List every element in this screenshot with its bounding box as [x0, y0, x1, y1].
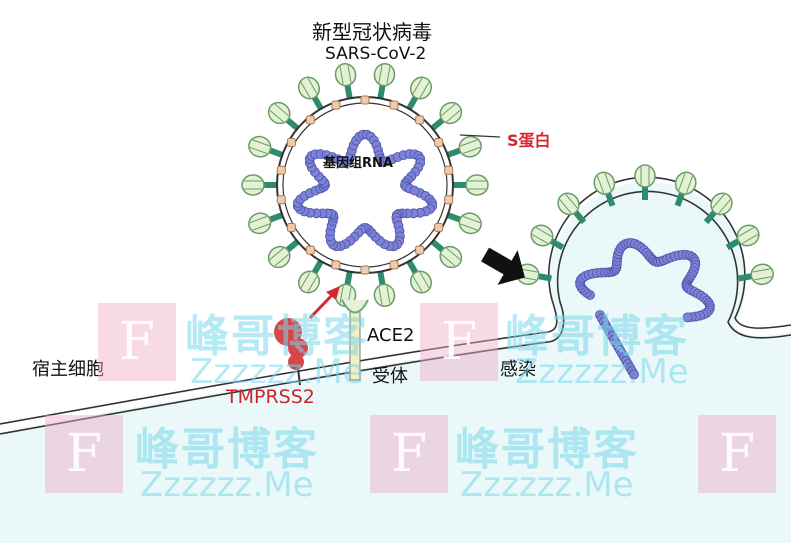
spike-protein [453, 174, 489, 196]
membrane-protein [434, 138, 444, 147]
spike-protein [248, 135, 284, 158]
spike-protein [634, 164, 656, 200]
membrane-protein [444, 195, 454, 205]
spike-protein [674, 171, 697, 207]
activation-arrow [308, 290, 337, 320]
membrane-protein [389, 100, 399, 110]
tmprss2-label: TMPRSS2 [226, 386, 315, 408]
membrane-protein [331, 260, 341, 270]
spike-protein [267, 101, 300, 131]
spike-pointer-line [459, 134, 501, 138]
membrane-protein [305, 115, 315, 125]
spike-protein [593, 171, 616, 207]
virus-particle [241, 62, 489, 308]
spike-protein [446, 135, 482, 158]
receptor-label: 受体 [372, 366, 408, 387]
watermark-logo: F [370, 415, 448, 493]
viral-envelope [276, 96, 454, 274]
watermark-logo: F [420, 303, 498, 381]
tmprss2-protease [274, 318, 308, 386]
spike-protein [430, 239, 463, 269]
watermark-url: Zzzzzz.Me [140, 465, 314, 505]
membrane-protein [305, 245, 315, 255]
spike-protein [373, 62, 396, 99]
membrane-protein [286, 223, 296, 232]
spike-protein [725, 224, 760, 251]
membrane-protein [360, 265, 370, 275]
rna-bead [682, 312, 693, 323]
spike-protein [406, 76, 433, 111]
spike-protein [248, 212, 284, 235]
watermark-text: 峰哥博客 [455, 424, 639, 475]
ace2-receptor [341, 299, 369, 381]
membrane-protein [444, 165, 454, 175]
spike-protein [406, 259, 433, 294]
watermark-url: Zzzzzz.Me [460, 465, 634, 505]
spike-protein [267, 239, 300, 269]
membrane-protein [276, 195, 286, 205]
spike-protein [297, 259, 324, 294]
infection-arrow-icon [481, 247, 525, 285]
watermark-text: 峰哥博客 [505, 311, 689, 362]
rna-bead [629, 369, 639, 380]
virus-title: 新型冠状病毒 [312, 20, 432, 44]
spike-protein [557, 192, 587, 225]
infection-label: 感染 [500, 359, 536, 380]
ace2-label: ACE2 [367, 325, 415, 346]
spike-protein [430, 101, 463, 131]
spike-protein [297, 76, 324, 111]
membrane-protein [415, 245, 425, 255]
spike-protein-label: S蛋白 [507, 131, 551, 150]
spike-protein [241, 174, 277, 196]
membrane-protein [331, 100, 341, 110]
spike-protein [703, 192, 733, 225]
rna-bead [409, 185, 420, 196]
virus-subtitle: SARS-CoV-2 [325, 44, 427, 64]
spike-protein [530, 224, 565, 251]
membrane-protein [415, 115, 425, 125]
watermark-logo: F [45, 415, 123, 493]
spike-protein [446, 212, 482, 235]
membrane-protein [360, 95, 370, 105]
spike-protein [373, 271, 396, 308]
watermark-url: Zzzzzz.Me [515, 352, 689, 392]
membrane-protein [286, 138, 296, 147]
membrane-protein [434, 223, 444, 232]
membrane-protein [276, 165, 286, 175]
fused-virus [516, 164, 774, 380]
watermark-text: 峰哥博客 [135, 424, 319, 475]
watermark-text: 峰哥博客 [185, 311, 369, 362]
genome-rna-label: 基因组RNA [323, 156, 393, 171]
membrane-protein [389, 260, 399, 270]
spike-protein [334, 62, 357, 99]
host-cell-label: 宿主细胞 [32, 359, 104, 380]
spike-protein [738, 263, 774, 286]
watermark-logo: F [98, 303, 176, 381]
watermark-url: Zzzzzz.Me [190, 352, 364, 392]
watermark-logo: F [698, 415, 776, 493]
